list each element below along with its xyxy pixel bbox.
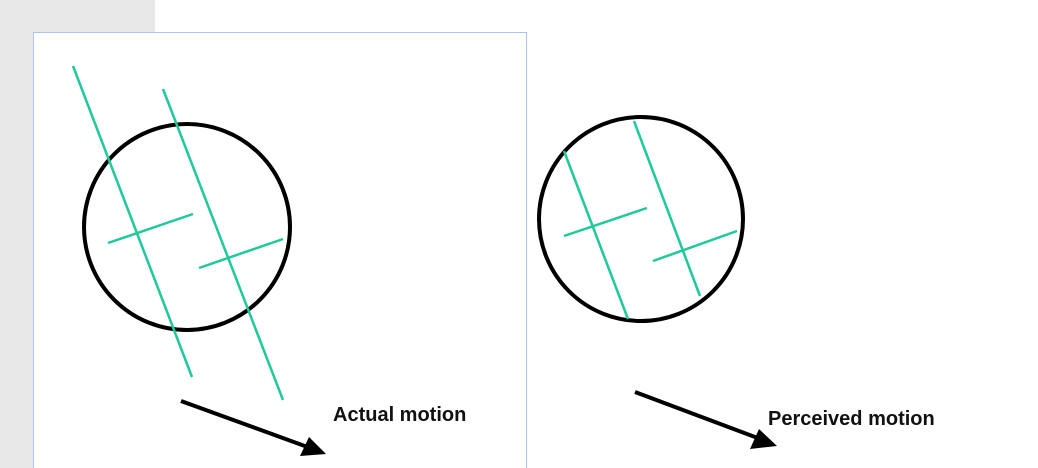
grating-line <box>161 88 285 401</box>
arrowhead <box>750 429 777 449</box>
grating-line <box>71 65 194 378</box>
perceived-motion-caption: Perceived motion <box>768 408 935 430</box>
cross-tick <box>198 237 284 270</box>
actual-motion-caption: Actual motion <box>333 404 466 426</box>
arrowhead <box>300 437 326 456</box>
cross-tick <box>563 206 648 238</box>
aperture-circle <box>537 115 745 323</box>
aperture-circle <box>82 122 292 332</box>
grating-line <box>632 120 702 297</box>
motion-arrow <box>180 399 314 451</box>
grating-line <box>562 150 630 320</box>
motion-arrow <box>634 390 764 442</box>
cross-tick <box>107 212 194 245</box>
cross-tick <box>652 229 738 263</box>
actual-motion-panel: Actual motion <box>71 65 466 456</box>
perceived-motion-panel: Perceived motion <box>537 115 935 449</box>
